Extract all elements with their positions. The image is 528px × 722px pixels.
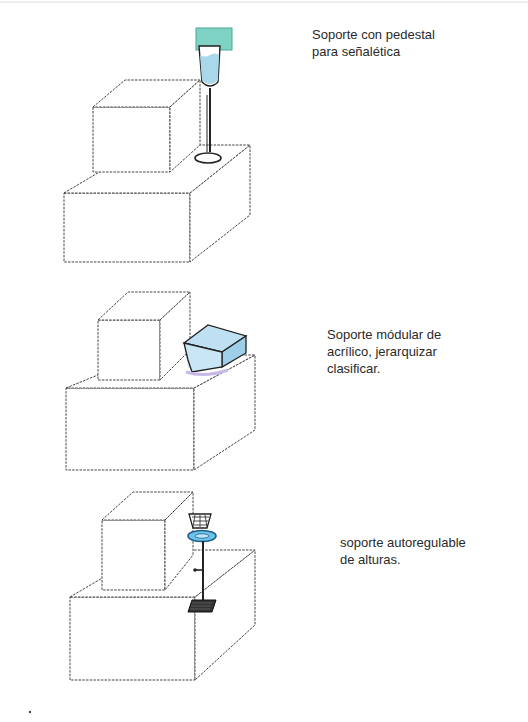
acrylic-module <box>184 325 246 375</box>
handwritten-note: Soporte con pedestal para señalética <box>312 26 444 60</box>
handwritten-note: soporte autoregulable de alturas. <box>340 534 480 568</box>
stray-dot <box>29 711 31 713</box>
pedestal-support <box>195 28 232 163</box>
display-block <box>64 80 250 262</box>
page-edge <box>0 2 528 3</box>
handwritten-note: Soporte módular de acrílico, jerarquizar… <box>327 326 477 377</box>
adjustable-support <box>188 514 216 612</box>
display-block <box>66 292 255 470</box>
display-block <box>70 492 255 680</box>
